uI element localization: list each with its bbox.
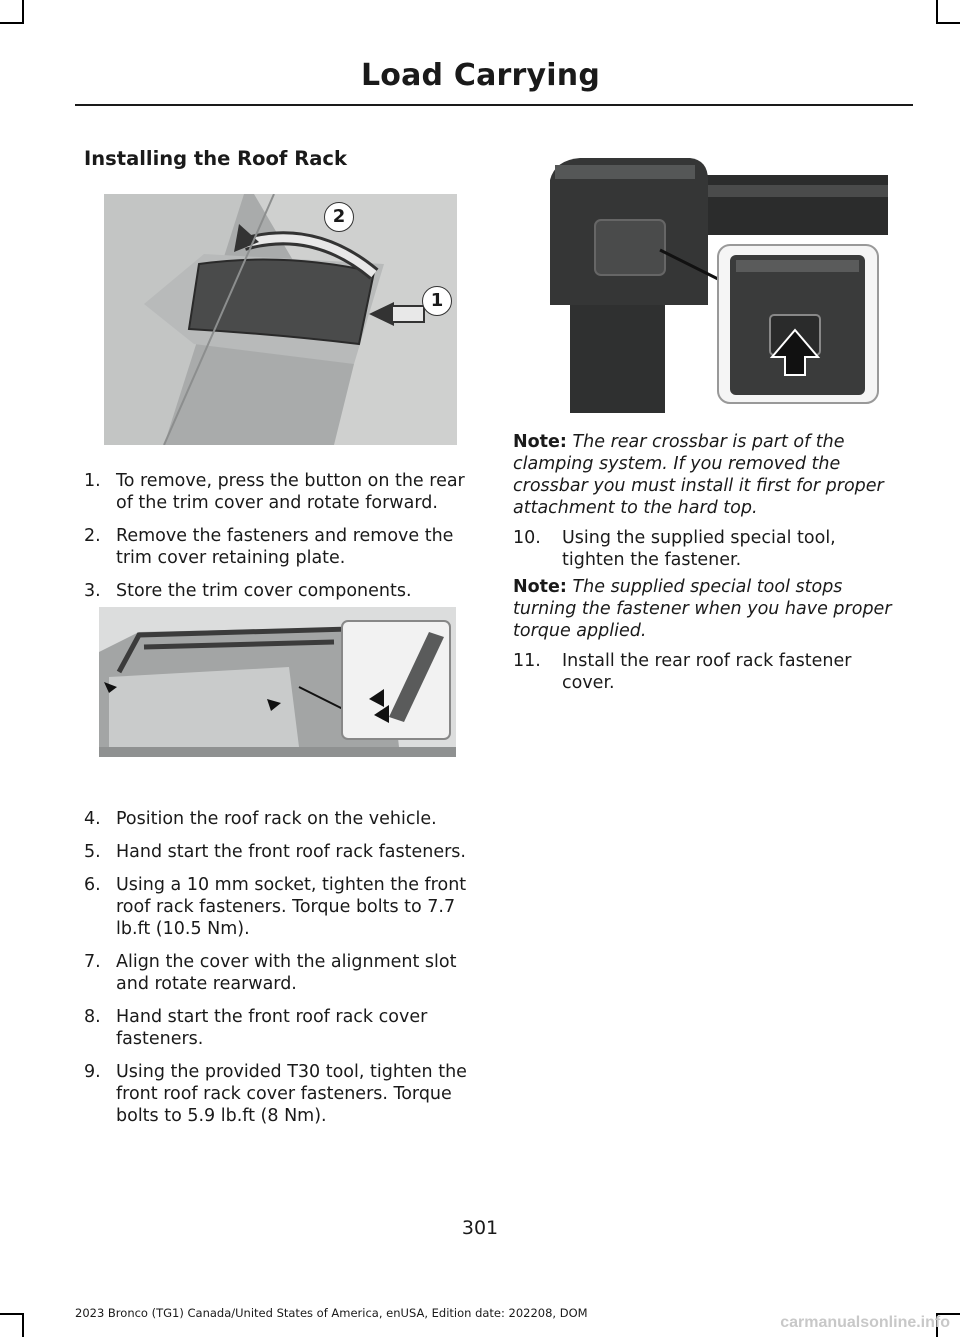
step-text: Store the trim cover components. (116, 581, 412, 601)
step-text: Remove the fasteners and remove the trim… (116, 526, 454, 568)
callout-1: 1 (422, 286, 452, 316)
header-divider (75, 104, 913, 106)
step-number: 6. (84, 875, 101, 895)
figure-trim-cover: 2 1 (104, 194, 457, 445)
roof-rack-vehicle-illustration (99, 607, 456, 757)
crop-mark (0, 22, 24, 24)
crop-mark (936, 1313, 938, 1337)
crop-mark (22, 0, 24, 24)
step-number: 11. (513, 651, 541, 671)
list-item: 7. Align the cover with the alignment slo… (84, 951, 476, 995)
step-text: To remove, press the button on the rear … (116, 471, 465, 513)
step-number: 8. (84, 1007, 101, 1027)
crop-mark (936, 1313, 960, 1315)
list-item: 2. Remove the fasteners and remove the tr… (84, 525, 476, 569)
note-special-tool: Note: The supplied special tool stops tu… (513, 576, 903, 642)
list-item: 8. Hand start the front roof rack cover f… (84, 1006, 476, 1050)
note-text: The supplied special tool stops turning … (513, 577, 892, 641)
list-item: 9. Using the provided T30 tool, tighten t… (84, 1061, 476, 1127)
step-number: 4. (84, 809, 101, 829)
step-number: 10. (513, 528, 541, 548)
page-header-title: Load Carrying (360, 58, 600, 93)
list-item: 5. Hand start the front roof rack fastene… (84, 841, 476, 863)
crop-mark (22, 1313, 24, 1337)
crop-mark (0, 1313, 24, 1315)
step-text: Using the provided T30 tool, tighten the… (116, 1062, 467, 1126)
list-item: 11. Install the rear roof rack fastener c… (513, 650, 903, 694)
note-rear-crossbar: Note: The rear crossbar is part of the c… (513, 431, 903, 519)
list-item: 10. Using the supplied special tool, tigh… (513, 527, 903, 571)
figure-rear-crossbar (540, 155, 888, 413)
figure-roof-rack-vehicle (99, 607, 456, 757)
crop-mark (936, 22, 960, 24)
rear-crossbar-illustration (540, 155, 888, 413)
step-list-a: 1. To remove, press the button on the rea… (84, 470, 476, 613)
list-item: 1. To remove, press the button on the rea… (84, 470, 476, 514)
step-number: 5. (84, 842, 101, 862)
section-title: Installing the Roof Rack (84, 147, 347, 170)
trim-cover-illustration (104, 194, 457, 445)
step-number: 7. (84, 952, 101, 972)
step-text: Position the roof rack on the vehicle. (116, 809, 437, 829)
crop-mark (936, 0, 938, 24)
list-item: 3. Store the trim cover components. (84, 580, 476, 602)
step-number: 1. (84, 471, 101, 491)
step-10: 10. Using the supplied special tool, tigh… (513, 527, 903, 582)
step-text: Install the rear roof rack fastener cove… (562, 651, 852, 693)
step-number: 2. (84, 526, 101, 546)
list-item: 4. Position the roof rack on the vehicle. (84, 808, 476, 830)
step-11: 11. Install the rear roof rack fastener c… (513, 650, 903, 705)
callout-2: 2 (324, 202, 354, 232)
note-label: Note: (513, 432, 567, 452)
note-text: The rear crossbar is part of the clampin… (513, 432, 884, 518)
note-label: Note: (513, 577, 567, 597)
footer-edition-info: 2023 Bronco (TG1) Canada/United States o… (75, 1306, 588, 1320)
step-list-b: 4. Position the roof rack on the vehicle.… (84, 808, 476, 1138)
step-text: Hand start the front roof rack cover fas… (116, 1007, 428, 1049)
step-text: Align the cover with the alignment slot … (116, 952, 457, 994)
watermark: carmanualsonline.info (780, 1314, 950, 1331)
step-text: Using a 10 mm socket, tighten the front … (116, 875, 467, 939)
step-number: 3. (84, 581, 101, 601)
step-number: 9. (84, 1062, 101, 1082)
step-text: Using the supplied special tool, tighten… (562, 528, 836, 570)
list-item: 6. Using a 10 mm socket, tighten the fron… (84, 874, 476, 940)
step-text: Hand start the front roof rack fasteners… (116, 842, 466, 862)
page-number: 301 (461, 1217, 499, 1239)
